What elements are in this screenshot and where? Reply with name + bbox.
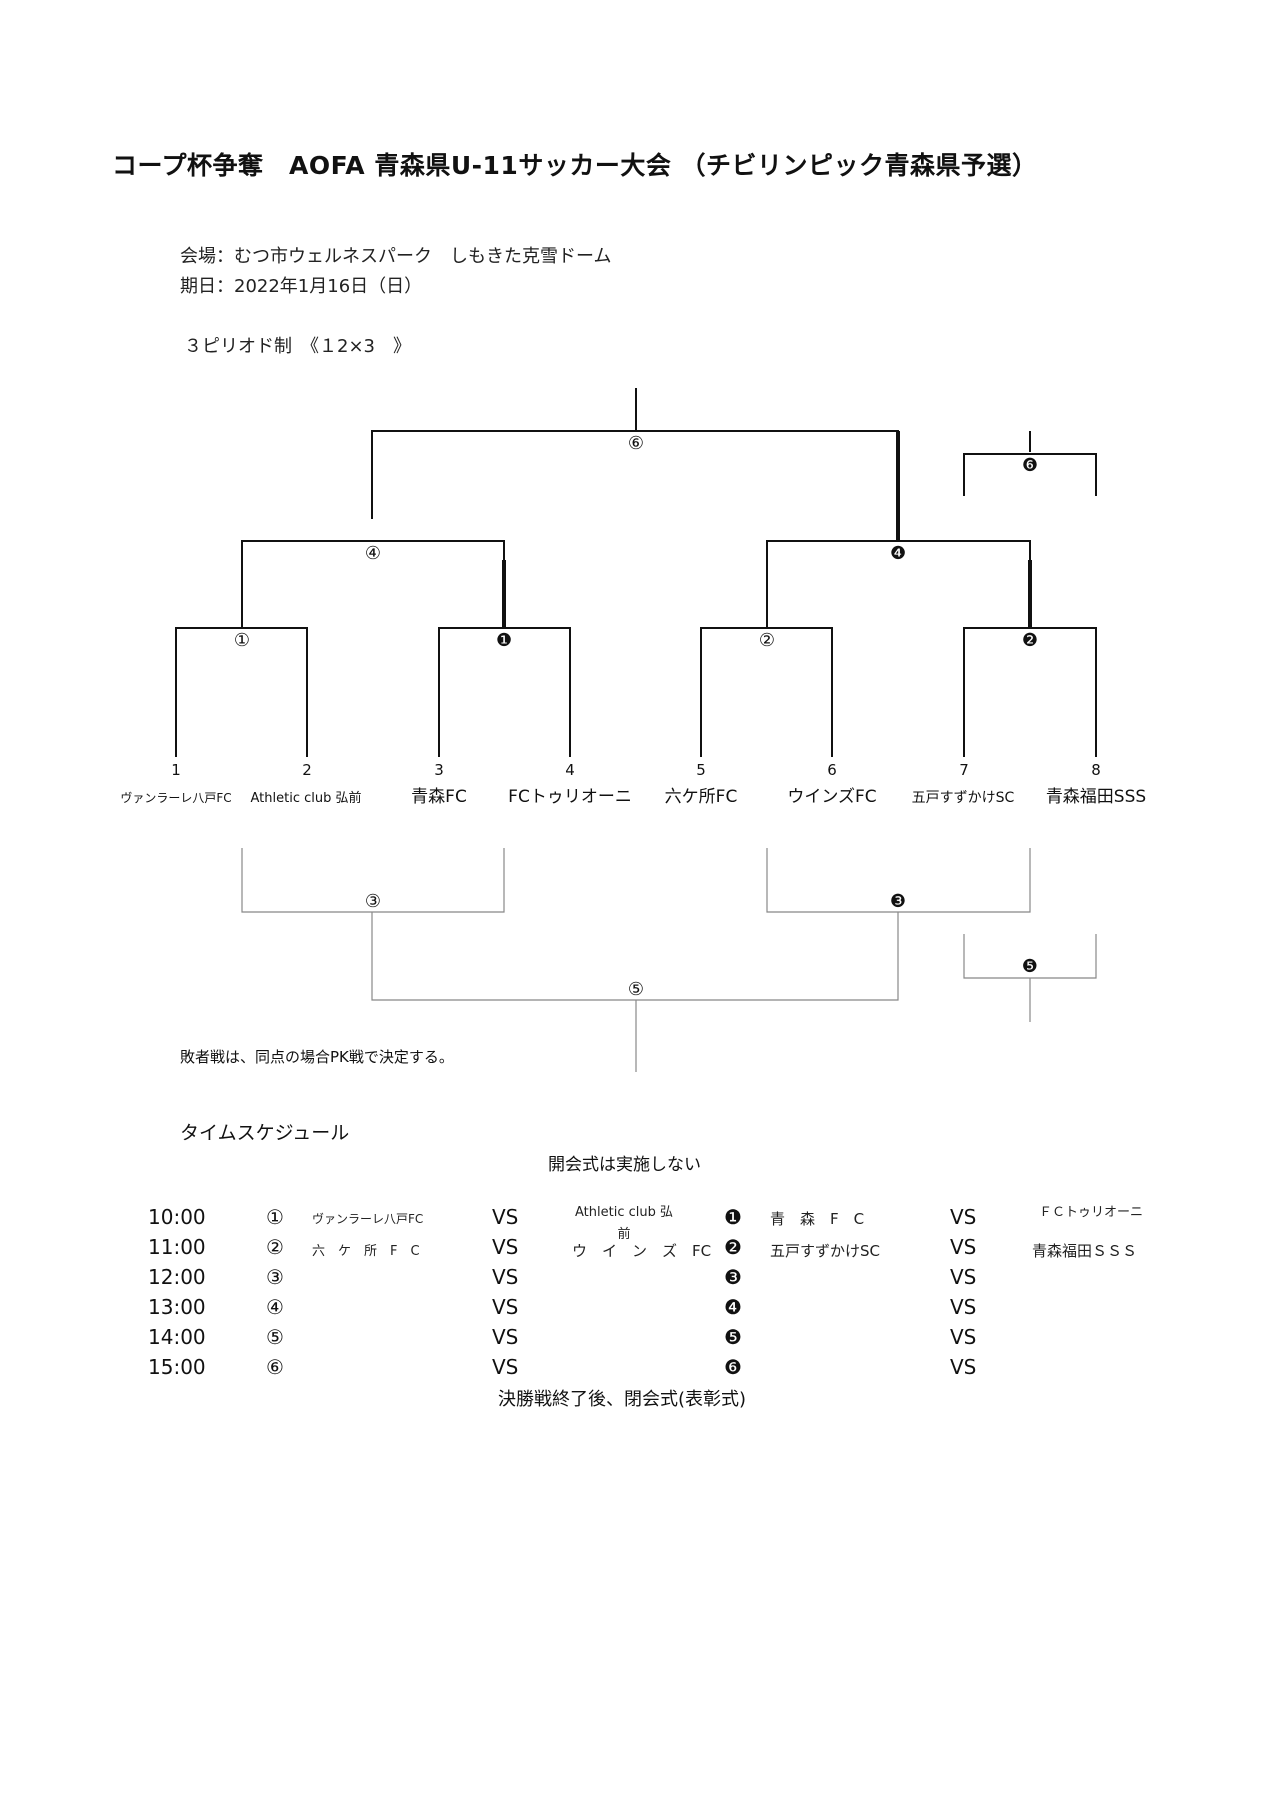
match-2-mark: ②	[759, 630, 775, 651]
vs-label: VS	[492, 1295, 519, 1319]
team-name: 青森FC	[411, 787, 467, 807]
vs-label: VS	[492, 1235, 519, 1259]
team-b: ウ イ ン ズ FC	[572, 1242, 712, 1260]
vs-label: VS	[492, 1355, 519, 1379]
match-b6-mark: ❻	[1022, 455, 1038, 476]
match-time: 13:00	[148, 1295, 206, 1319]
match-1-mark: ①	[234, 630, 250, 651]
match-number: ④	[266, 1295, 284, 1319]
date-text: 期日：2022年1月16日（日）	[180, 276, 423, 297]
vs-label: VS	[492, 1325, 519, 1349]
team-number: 7	[959, 761, 969, 779]
team-b: ＦＣトゥリオーニ	[1038, 1205, 1143, 1220]
team-number: 2	[302, 761, 312, 779]
match-3-mark: ③	[365, 891, 381, 912]
vs-label: VS	[492, 1265, 519, 1289]
match-time: 14:00	[148, 1325, 206, 1349]
match-6-mark: ⑥	[628, 433, 644, 454]
match-b3-mark: ❸	[890, 891, 906, 912]
document-title: コープ杯争奪 AOFA 青森県U-11サッカー大会 （チビリンピック青森県予選）	[112, 151, 1038, 180]
match-b4-mark: ❹	[890, 543, 906, 564]
match-5-mark: ⑤	[628, 979, 644, 1000]
team-name: 六ケ所FC	[665, 787, 738, 807]
match-number: ❸	[724, 1265, 742, 1289]
vs-label: VS	[950, 1265, 977, 1289]
match-number: ❷	[724, 1235, 742, 1259]
venue-text: 会場：むつ市ウェルネスパーク しもきた克雪ドーム	[180, 246, 612, 267]
team-a: 五戸すずかけSC	[770, 1242, 880, 1260]
match-number: ❺	[724, 1325, 742, 1349]
team-a: 青 森 F C	[770, 1210, 865, 1228]
losers-rule-note: 敗者戦は、同点の場合PK戦で決定する。	[180, 1048, 454, 1066]
vs-label: VS	[950, 1355, 977, 1379]
match-time: 11:00	[148, 1235, 206, 1259]
team-name: Athletic club 弘前	[251, 790, 362, 806]
vs-label: VS	[950, 1205, 977, 1229]
match-b2-mark: ❷	[1022, 630, 1038, 651]
vs-label: VS	[950, 1295, 977, 1319]
schedule-heading: タイムスケジュール	[180, 1122, 350, 1144]
team-b: Athletic club 弘前	[575, 1205, 673, 1242]
team-number: 5	[696, 761, 706, 779]
team-number: 6	[827, 761, 837, 779]
team-name: FCトゥリオーニ	[508, 787, 632, 807]
match-number: ⑤	[266, 1325, 284, 1349]
match-4-mark: ④	[365, 543, 381, 564]
match-time: 15:00	[148, 1355, 206, 1379]
closing-ceremony-note: 決勝戦終了後、閉会式(表彰式)	[498, 1389, 747, 1410]
team-a: 六 ケ 所 F C	[312, 1244, 420, 1259]
vs-label: VS	[950, 1325, 977, 1349]
match-number: ⑥	[266, 1355, 284, 1379]
tournament-bracket: ⑥ ❻ ④ ❹ ① ❶ ② ❷ ③ ❸ ⑤ ❺ 1 2 3 4 5 6 7 8 …	[120, 388, 1146, 1072]
format-text: ３ピリオド制 《１2×3 》	[184, 336, 411, 357]
match-b5-mark: ❺	[1022, 956, 1038, 977]
team-number: 4	[565, 761, 575, 779]
team-number: 1	[171, 761, 181, 779]
team-name: 五戸すずかけSC	[912, 790, 1015, 806]
match-number: ❶	[724, 1205, 742, 1229]
winner-highlight-lines	[502, 431, 1032, 628]
match-time: 12:00	[148, 1265, 206, 1289]
vs-label: VS	[950, 1235, 977, 1259]
opening-ceremony-note: 開会式は実施しない	[548, 1155, 701, 1175]
match-number: ❻	[724, 1355, 742, 1379]
team-name: ヴァンラーレ八戸FC	[120, 790, 231, 805]
match-b1-mark: ❶	[496, 630, 512, 651]
match-number: ①	[266, 1205, 284, 1229]
losers-bracket-lines	[241, 848, 1097, 1072]
team-number: 8	[1091, 761, 1101, 779]
vs-label: VS	[492, 1205, 519, 1229]
team-name: 青森福田SSS	[1046, 787, 1146, 807]
team-number: 3	[434, 761, 444, 779]
match-number: ②	[266, 1235, 284, 1259]
team-b: 青森福田ＳＳＳ	[1032, 1242, 1138, 1260]
match-time: 10:00	[148, 1205, 206, 1229]
match-number: ③	[266, 1265, 284, 1289]
team-a: ヴァンラーレ八戸FC	[312, 1212, 424, 1226]
match-number: ❹	[724, 1295, 742, 1319]
team-name: ウインズFC	[787, 787, 876, 807]
